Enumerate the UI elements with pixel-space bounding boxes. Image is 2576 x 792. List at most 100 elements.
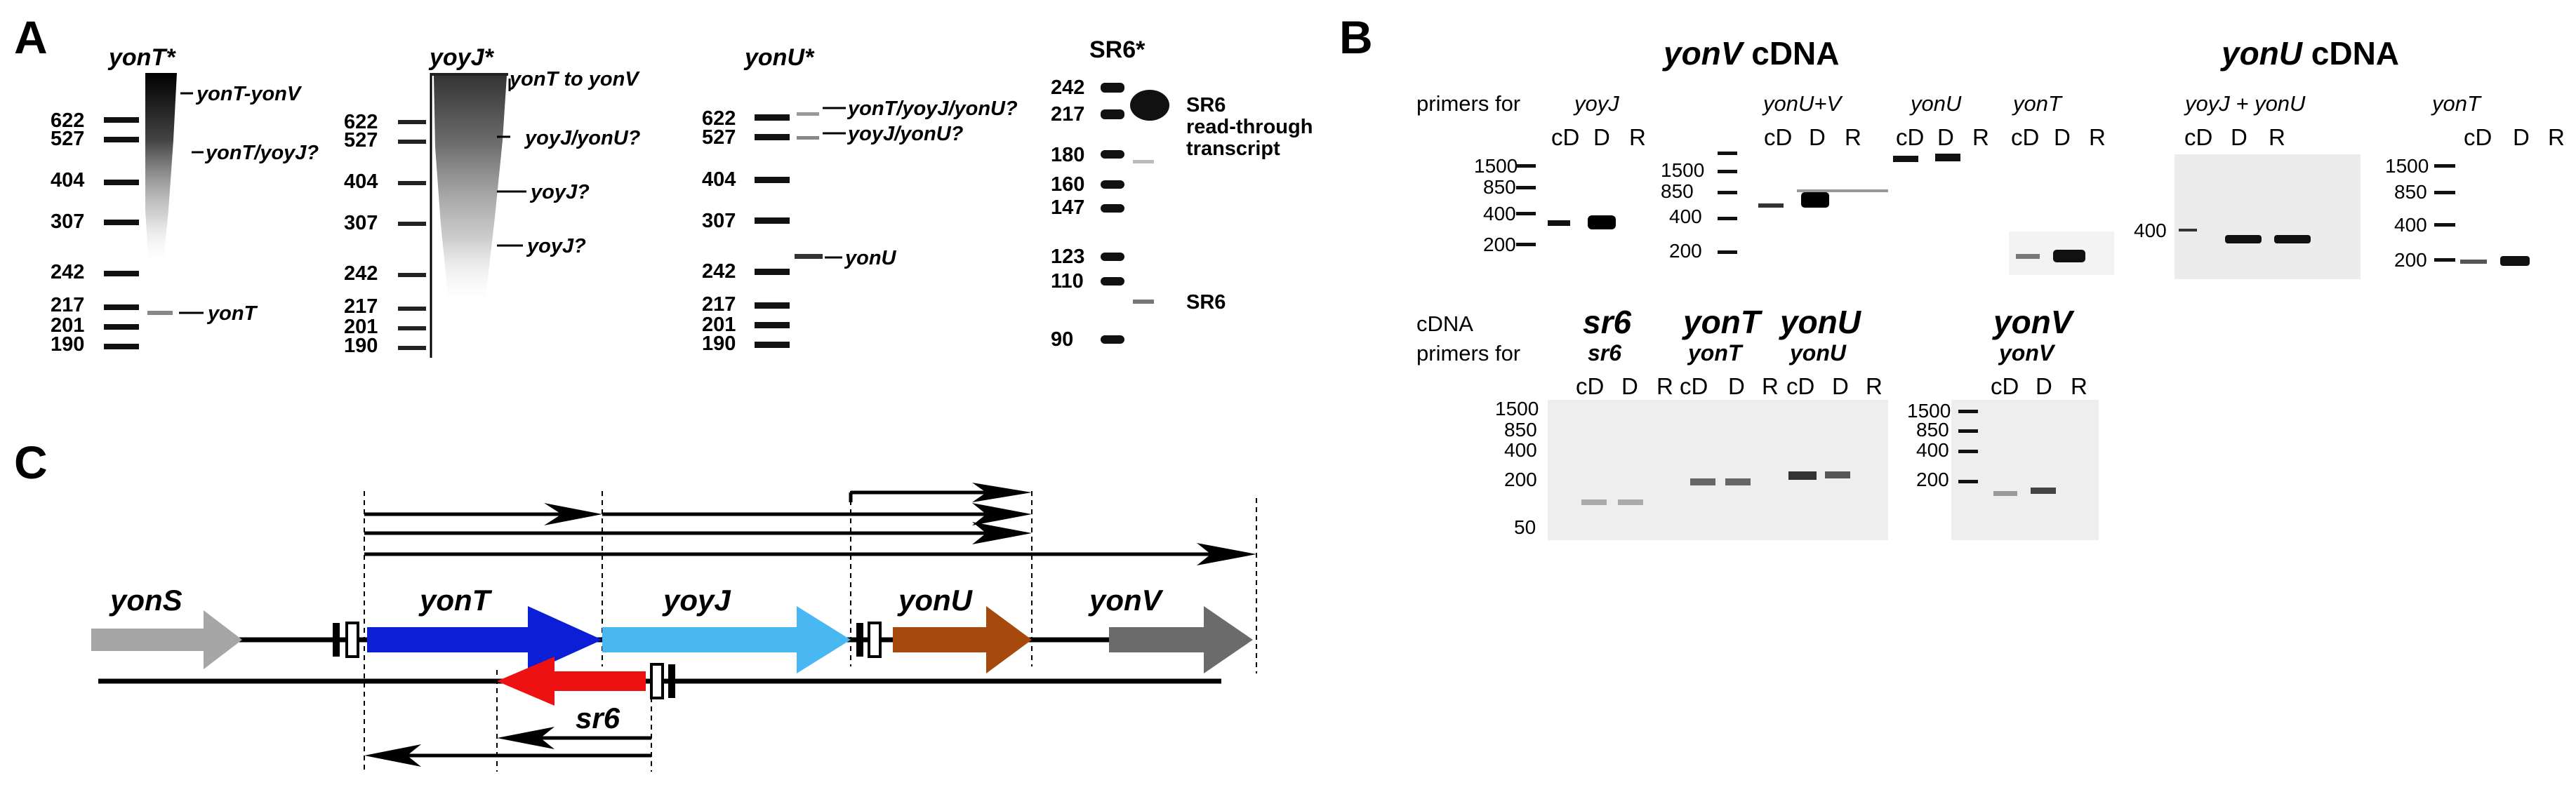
blot-title: yonU*	[743, 44, 815, 71]
lane-label: D	[2513, 124, 2530, 150]
primers-for-label-2: primers for	[1416, 341, 1520, 365]
bottom-gel-right: yonV yonV cD D R 1500 850 400 200	[1907, 304, 2099, 540]
gel-band	[1788, 471, 1817, 480]
primer-gene-label: yonV	[1998, 340, 2056, 365]
blot-title: yonT*	[107, 44, 176, 71]
gel-ladder	[1958, 410, 1978, 483]
gel-marker-label: 850	[1504, 419, 1537, 441]
gene-label-yonv: yonV	[1088, 584, 1164, 617]
gel-marker-label: 200	[2394, 249, 2427, 271]
gel-marker-label: 400	[1504, 439, 1537, 461]
lane-label: R	[1629, 124, 1646, 150]
gel-band	[1548, 220, 1570, 226]
marker-label: 622	[344, 111, 378, 133]
marker-ladder	[1101, 83, 1124, 344]
lane-label: cD	[1576, 373, 1604, 399]
cdna-title-yonv: yonV cDNA	[1662, 35, 1840, 72]
blot-sr6: SR6* 242 217 180 160 147 123 110 90 SR6 …	[1051, 36, 1313, 351]
gel-marker-label: 850	[2394, 181, 2427, 203]
lane-label: R	[2548, 124, 2565, 150]
gel-yont: yonT cD D R	[2009, 91, 2114, 275]
gel-ladder-band	[2179, 229, 2197, 231]
band-label: yonU	[844, 247, 897, 269]
marker-label: 527	[702, 126, 736, 149]
lane-label: R	[2071, 373, 2087, 399]
lane-label: cD	[1991, 373, 2019, 399]
lane-smear	[434, 76, 507, 309]
gel-band	[1893, 156, 1918, 162]
panel-label-c: C	[14, 436, 48, 488]
gel-marker-label: 1500	[1495, 398, 1539, 420]
band-label: SR6	[1186, 94, 1226, 116]
band	[1130, 90, 1169, 121]
marker-label: 160	[1051, 173, 1084, 196]
marker-label: 217	[1051, 103, 1084, 126]
gel-marker-label: 50	[1514, 516, 1536, 538]
gel-marker-label: 1500	[1907, 400, 1951, 422]
lane-label: cD	[2184, 124, 2212, 150]
primer-label: yonU+V	[1762, 91, 1843, 116]
marker-label: 217	[51, 294, 84, 316]
cdna-gene-label: yonU	[1779, 304, 1862, 340]
band-label: yoyJ/yonU?	[524, 127, 641, 149]
band-label: yoyJ?	[529, 181, 590, 203]
gel-marker-label: 400	[1669, 206, 1702, 227]
gel-band	[1690, 478, 1715, 485]
primer-label: yonT	[2431, 91, 2482, 116]
marker-label: 622	[702, 107, 736, 130]
gene-arrow-yonv	[1109, 606, 1253, 673]
marker-label: 190	[702, 333, 736, 355]
lane-label: cD	[2011, 124, 2039, 150]
band-label: yoyJ/yonU?	[847, 123, 964, 145]
marker-label: 190	[51, 333, 84, 356]
marker-label: 147	[1051, 196, 1084, 219]
marker-label: 201	[51, 314, 84, 337]
band-label: transcript	[1186, 137, 1280, 160]
gel-marker-label: 400	[1483, 203, 1516, 224]
lane-label: D	[1937, 124, 1954, 150]
band	[147, 311, 173, 315]
gel-marker-label: 200	[1483, 234, 1516, 255]
gel-marker-label: 200	[1504, 469, 1537, 490]
marker-label: 180	[1051, 144, 1084, 166]
gel-background	[1951, 400, 2099, 540]
marker-label: 217	[344, 295, 378, 318]
gel-ladder	[1516, 164, 1536, 246]
marker-label: 404	[702, 168, 736, 191]
lane-label: R	[2269, 124, 2285, 150]
gel-band	[1801, 192, 1829, 208]
gene-label-yont: yonT	[418, 584, 493, 617]
marker-label: 404	[51, 169, 84, 192]
lane-label: D	[1832, 373, 1849, 399]
marker-label: 242	[344, 262, 378, 285]
primer-label: yonT	[2012, 91, 2063, 116]
band	[797, 112, 819, 116]
gel-marker-label: 400	[2394, 214, 2427, 236]
lane-label: D	[1809, 124, 1826, 150]
gel-marker-label: 850	[1483, 176, 1516, 198]
marker-labels: 622 527 404 307 242 217 201 190	[344, 111, 378, 357]
band-label: yoyJ?	[526, 235, 586, 257]
gel-marker-label: 400	[1916, 439, 1949, 461]
lane-smear	[145, 73, 177, 267]
marker-ladder	[104, 117, 139, 349]
lane-label: cD	[1896, 124, 1924, 150]
gene-arrow-yoyj	[602, 606, 851, 673]
gel-marker-label: 850	[1661, 180, 1694, 202]
blot-yoyj: yoyJ* 622 527 404 307 242 217 201 190 yo…	[344, 44, 641, 358]
panel-label-b: B	[1339, 11, 1373, 63]
marker-label: 190	[344, 335, 378, 357]
transcripts-upper	[364, 483, 1256, 565]
lane-label: D	[1593, 124, 1610, 150]
cdna-gene-label: yonT	[1682, 304, 1763, 340]
band	[795, 254, 823, 259]
primer-label: yoyJ + yonU	[2184, 91, 2306, 116]
gene-label-yons: yonS	[109, 584, 182, 617]
gel-band	[1581, 499, 1607, 505]
lane-label: D	[1621, 373, 1638, 399]
gel-band	[2274, 235, 2311, 243]
lane-label: R	[1762, 373, 1779, 399]
blot-title: yoyJ*	[428, 44, 494, 71]
marker-label: 90	[1051, 328, 1073, 351]
